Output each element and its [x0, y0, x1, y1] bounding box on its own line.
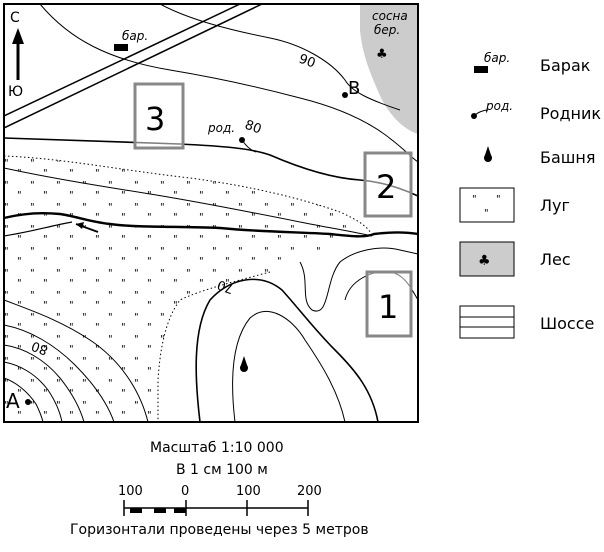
square-1-label: 1 — [378, 288, 398, 326]
legend-tree-icon: ♣ — [478, 253, 491, 269]
contour-label-80-north: 80 — [243, 118, 264, 138]
point-b-marker — [342, 92, 348, 98]
legend-barak-short: бар. — [484, 51, 510, 65]
contour-label-90: 90 — [297, 52, 318, 72]
barak-label: бар. — [122, 29, 148, 43]
river — [4, 212, 418, 238]
contour-line — [4, 324, 115, 422]
contour-line — [232, 311, 346, 422]
scale-footer: Горизонтали проведены через 5 метров — [70, 522, 369, 538]
scale-tick-label: 200 — [297, 484, 322, 499]
highway — [4, 4, 263, 129]
legend-label-rodnik: Родник — [540, 104, 602, 123]
forest-label-bottom: бер. — [374, 23, 400, 37]
highway — [4, 4, 241, 117]
square-1-frame — [365, 270, 413, 338]
square-2-frame — [363, 151, 413, 218]
meadow-border — [4, 155, 373, 237]
forest-label-top: сосна — [372, 9, 408, 23]
legend-forest-icon — [459, 241, 515, 277]
contour-line — [39, 4, 418, 163]
legend-label-lug: Луг — [540, 196, 570, 215]
tower-icon — [240, 364, 248, 372]
north-arrowhead — [12, 28, 24, 44]
square-3-label: 3 — [145, 100, 165, 138]
scale-segment — [130, 508, 142, 513]
meadow-area — [4, 156, 372, 422]
square-3-frame — [133, 82, 185, 150]
river-flow-arrowhead — [76, 222, 84, 229]
legend-label-les: Лес — [540, 250, 571, 269]
point-b-label: В — [348, 78, 360, 99]
scale-tick-label: 100 — [236, 484, 261, 499]
square-2-label: 2 — [376, 168, 396, 206]
legend-spring-short: род. — [485, 99, 513, 113]
legend-meadow-mark: " — [484, 208, 489, 219]
contour-line — [4, 344, 85, 422]
contour-line — [4, 377, 44, 422]
river-branch — [4, 221, 73, 237]
legend-meadow-mark: " — [472, 194, 477, 205]
scale-title: Масштаб 1:10 000 — [150, 440, 284, 456]
contour-line — [4, 299, 149, 422]
contour-line — [4, 167, 373, 237]
legend-spring-tail — [473, 109, 489, 117]
scale-tick-label: 0 — [181, 484, 190, 499]
point-a-marker — [25, 399, 31, 405]
legend-label-barak: Барак — [540, 56, 591, 75]
scale-segment — [154, 508, 166, 513]
legend-barak-icon — [474, 66, 488, 73]
scale-segment — [174, 508, 186, 513]
legend-tower-icon — [484, 154, 492, 162]
tree-icon: ♣ — [376, 47, 388, 62]
barak-icon — [114, 44, 128, 51]
legend-highway-icon — [459, 305, 515, 339]
contour-line — [159, 4, 401, 111]
legend-meadow-mark: " — [496, 194, 501, 205]
point-a-label: А — [6, 389, 20, 413]
contour-label-80-south: 80 — [30, 338, 51, 358]
scale-tick-label: 100 — [118, 484, 143, 499]
spring-label: род. — [207, 121, 235, 135]
contour-line — [195, 278, 379, 422]
legend-label-shosse: Шоссе — [540, 314, 595, 333]
north-letter: С — [10, 10, 20, 26]
spring-tail — [241, 139, 257, 153]
map-frame — [3, 3, 419, 423]
contour-line — [4, 361, 63, 422]
scale-subtitle: В 1 см 100 м — [176, 462, 268, 478]
contour-line — [299, 247, 418, 312]
forest-area — [360, 4, 418, 134]
south-letter: Ю — [8, 84, 23, 100]
legend-meadow-icon — [459, 187, 515, 223]
legend-label-bashnya: Башня — [540, 148, 596, 167]
contour-label-70: 70 — [215, 276, 236, 296]
